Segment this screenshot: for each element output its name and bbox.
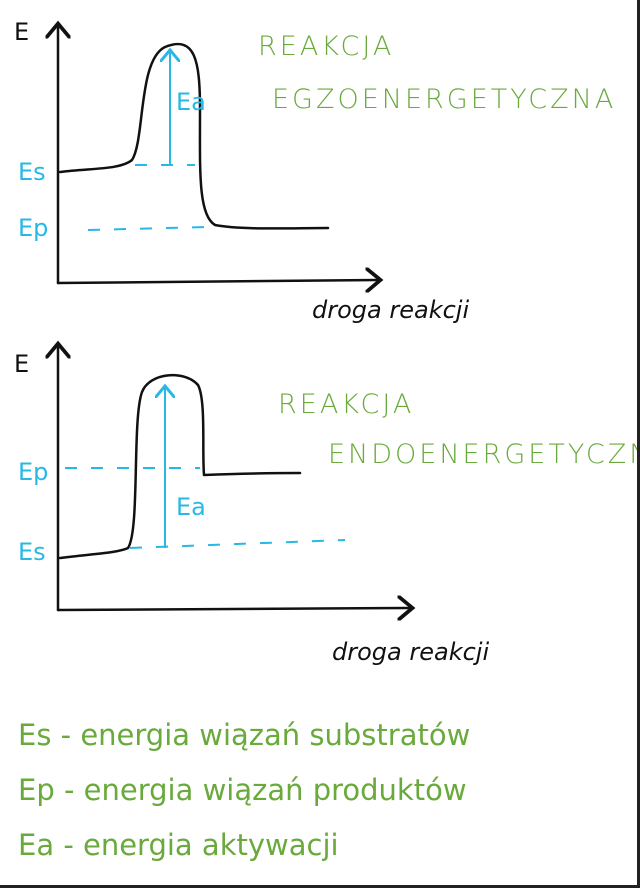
- energy-curve: [58, 373, 302, 560]
- legend-ea: Ea - energia aktywacji: [18, 828, 339, 862]
- x-axis-label: droga reakcji: [332, 638, 489, 666]
- es-label: Es: [18, 158, 46, 186]
- ep-level-line: [87, 226, 209, 231]
- right-border: [637, 0, 640, 888]
- title-line2: ENDOENERGETYCZNA: [328, 439, 640, 470]
- ep-label: Ep: [18, 458, 48, 486]
- energy-curve: [58, 42, 330, 230]
- es-label: Es: [18, 538, 46, 566]
- exothermic-chart: E Es Ep Ea REAKCJA EGZOENERGETYCZNA drog…: [14, 18, 616, 324]
- legend-es: Es - energia wiązań substratów: [18, 718, 470, 752]
- y-axis-label: E: [14, 350, 29, 378]
- x-axis: [56, 280, 378, 283]
- title-line1: REAKCJA: [258, 31, 394, 62]
- legend: Es - energia wiązań substratów Ep - ener…: [18, 718, 470, 862]
- x-axis-label: droga reakcji: [312, 296, 469, 324]
- ea-label: Ea: [176, 88, 206, 116]
- legend-ep: Ep - energia wiązań produktów: [18, 773, 467, 807]
- ea-label: Ea: [176, 493, 206, 521]
- x-axis: [56, 608, 410, 610]
- y-axis-label: E: [14, 18, 29, 46]
- endothermic-chart: E Ep Es Ea REAKCJA ENDOENERGETYCZNA drog…: [14, 346, 640, 666]
- bottom-border: [0, 885, 640, 888]
- title-line1: REAKCJA: [278, 389, 414, 420]
- ep-label: Ep: [18, 214, 48, 242]
- title-line2: EGZOENERGETYCZNA: [272, 84, 616, 115]
- es-level-line: [129, 539, 346, 549]
